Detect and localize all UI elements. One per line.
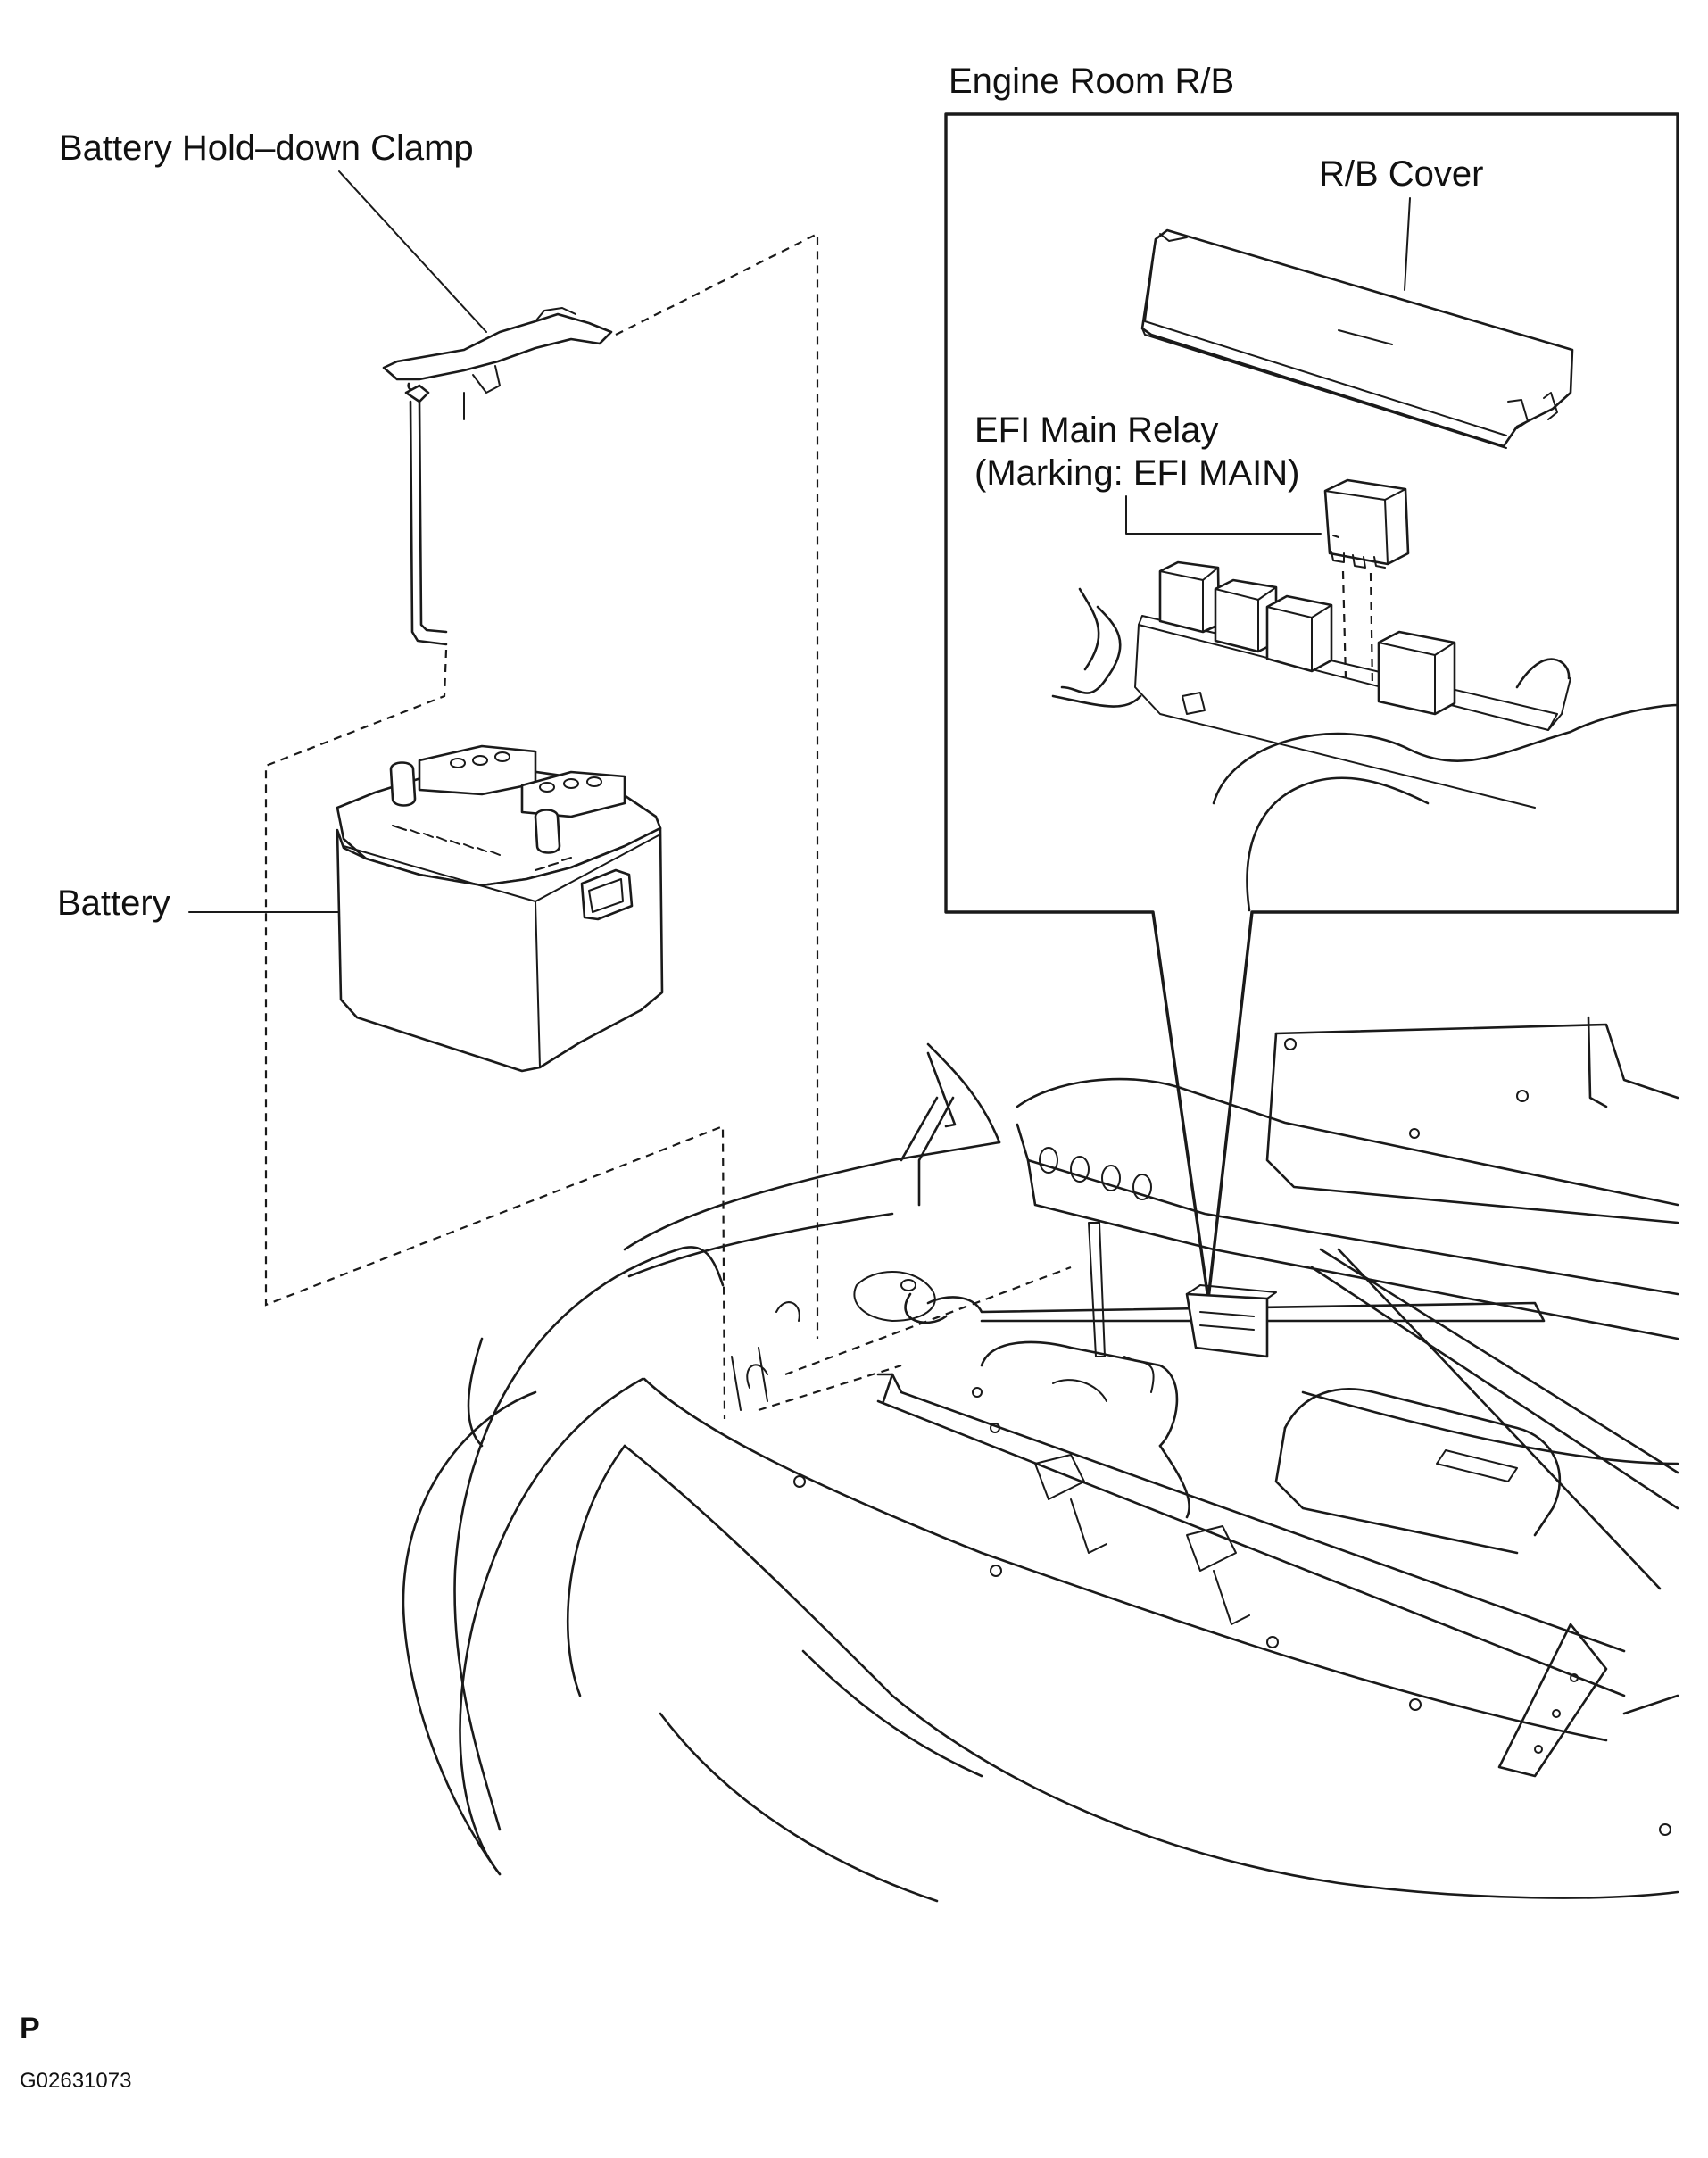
efi-main-relay-drawing <box>1323 478 1410 569</box>
label-rb-cover: R/B Cover <box>1319 154 1484 194</box>
label-engine-room-rb: Engine Room R/B <box>949 62 1235 101</box>
label-efi-main-relay-marking: (Marking: EFI MAIN) <box>974 453 1300 493</box>
engine-bay-drawing <box>402 1016 1679 1903</box>
page-marker: P <box>20 2012 40 2046</box>
rb-cover-drawing <box>1140 228 1574 449</box>
engine-room-rb-inset <box>944 112 1679 1301</box>
label-battery: Battery <box>57 884 170 923</box>
figure-code: G02631073 <box>20 2069 132 2093</box>
relay-block-drawing <box>1134 560 1571 809</box>
battery-drawing <box>188 744 664 1073</box>
label-battery-hold-down-clamp: Battery Hold–down Clamp <box>59 129 474 168</box>
label-efi-main-relay: EFI Main Relay <box>974 411 1219 450</box>
battery-hold-down-clamp-drawing <box>264 170 819 1420</box>
